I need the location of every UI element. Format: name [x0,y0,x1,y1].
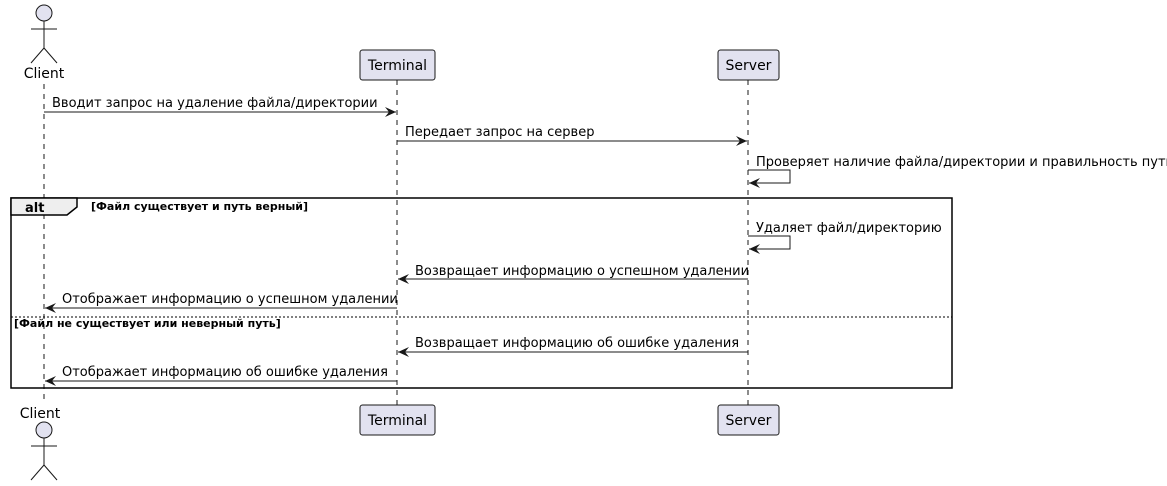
actor-head-icon [35,4,53,22]
client-actor-bottom: Client [20,406,61,481]
server-participant-top: Server [717,49,780,81]
alt-frame: alt [Файл существует и путь верный] [Фай… [10,197,953,389]
message-8: Отображает информацию об ошибке удаления [45,365,397,386]
message-1: Вводит запрос на удаление файла/директор… [44,96,396,117]
message-4-self: Удаляет файл/директорию [748,221,942,254]
terminal-label-top: Terminal [367,58,427,74]
message-2-label: Передает запрос на сервер [405,125,594,140]
client-actor-top: Client [24,4,65,82]
client-label-top: Client [24,66,65,82]
message-3-self: Проверяет наличие файла/директории и пра… [748,155,1167,188]
alt-label: alt [25,201,44,216]
server-participant-bottom: Server [717,404,780,436]
terminal-participant-top: Terminal [359,49,436,81]
message-8-label: Отображает информацию об ошибке удаления [62,365,388,380]
actor-head-icon [35,421,53,439]
message-6-label: Отображает информацию о успешном удалени… [62,292,398,307]
terminal-label-bottom: Terminal [367,413,427,429]
message-2: Передает запрос на сервер [397,125,747,146]
alt-guard-failure: [Файл не существует или неверный путь] [14,317,281,330]
message-7-label: Возвращает информацию об ошибке удаления [415,336,739,351]
server-label-top: Server [726,58,772,74]
message-3-label: Проверяет наличие файла/директории и пра… [756,155,1167,170]
server-label-bottom: Server [726,413,772,429]
message-5-label: Возвращает информацию о успешном удалени… [415,264,749,279]
message-1-label: Вводит запрос на удаление файла/директор… [52,96,378,111]
client-label-bottom: Client [20,406,61,422]
terminal-participant-bottom: Terminal [359,404,436,436]
alt-guard-success: [Файл существует и путь верный] [91,200,308,213]
message-7: Возвращает информацию об ошибке удаления [398,336,748,357]
message-5: Возвращает информацию о успешном удалени… [398,264,749,284]
message-4-label: Удаляет файл/директорию [756,221,942,236]
message-6: Отображает информацию о успешном удалени… [45,292,398,313]
